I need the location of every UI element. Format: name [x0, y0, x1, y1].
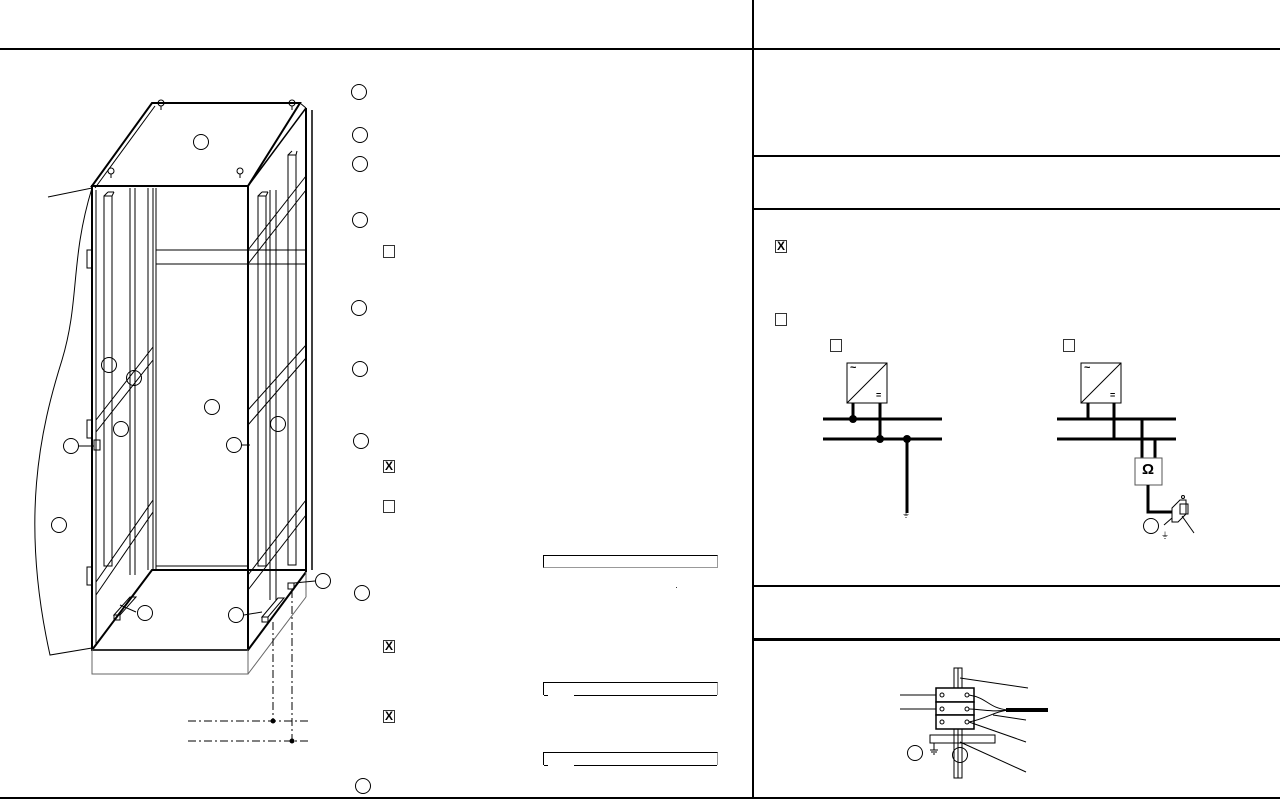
callout-left-frame	[113, 421, 129, 437]
legend-checkbox-4[interactable]: X	[383, 639, 395, 653]
callout-bracket-right	[228, 607, 244, 623]
callout-right-rail	[270, 416, 286, 432]
legend-callout-5	[351, 300, 367, 316]
legend-checkbox-2[interactable]: X	[383, 459, 395, 473]
callout-door	[51, 517, 67, 533]
callout-front-frame	[226, 437, 242, 453]
cabinet-isometric-drawing	[34, 99, 316, 744]
grounding-option-b-checkbox[interactable]	[775, 313, 787, 326]
stray-dot	[676, 587, 677, 588]
grounding-option-a-checkbox[interactable]: X	[775, 239, 787, 253]
sub-option-1-checkbox[interactable]	[830, 339, 842, 352]
callout-bracket-left	[137, 605, 153, 621]
sub-option-2-checkbox[interactable]	[1063, 339, 1075, 352]
legend-callout-3	[352, 156, 368, 172]
column-divider	[752, 0, 754, 799]
legend-callout-6	[352, 361, 368, 377]
callout-back-wall	[204, 399, 220, 415]
legend-input-field-1[interactable]	[543, 555, 718, 568]
legend-callout-7	[353, 433, 369, 449]
header-divider	[0, 48, 1280, 50]
dc-symbol-icon: =	[876, 390, 882, 400]
right-band-divider-2	[754, 208, 1280, 210]
callout-ground-stud	[315, 573, 331, 589]
terminal-block-drawing	[900, 667, 1048, 779]
callout-left-brace	[126, 370, 142, 386]
dc-symbol-icon-2: =	[1110, 390, 1116, 400]
legend-input-field-2[interactable]	[543, 682, 718, 696]
grounded-system-schematic	[823, 362, 942, 513]
legend-callout-4	[352, 212, 368, 228]
right-band-divider-3	[754, 585, 1280, 587]
legend-input-field-3[interactable]	[543, 752, 718, 766]
legend-callout-8	[354, 585, 370, 601]
callout-door-lock	[63, 438, 79, 454]
insulation-monitor-icon: Ω	[1142, 461, 1155, 478]
legend-checkbox-5[interactable]: X	[383, 709, 395, 723]
ground-icon-2: ⏚	[1161, 531, 1169, 540]
legend-checkbox-3[interactable]	[383, 500, 395, 513]
footer-divider	[0, 797, 1280, 799]
terminal-callout-1	[907, 745, 923, 761]
ac-symbol-icon: ~	[850, 362, 857, 374]
legend-callout-1	[351, 84, 367, 100]
ac-symbol-icon-2: ~	[1084, 362, 1091, 374]
callout-ground-clamp	[1143, 518, 1159, 534]
right-band-divider-1	[754, 155, 1280, 157]
callout-left-rail	[101, 357, 117, 373]
legend-checkbox-1[interactable]	[383, 245, 395, 258]
terminal-callout-2	[952, 747, 968, 763]
ground-icon: ⏚	[902, 510, 910, 519]
right-band-divider-4	[754, 638, 1280, 641]
legend-callout-9	[355, 778, 371, 794]
isolated-system-schematic	[1057, 362, 1195, 534]
callout-roof	[193, 134, 209, 150]
legend-callout-2	[352, 127, 368, 143]
